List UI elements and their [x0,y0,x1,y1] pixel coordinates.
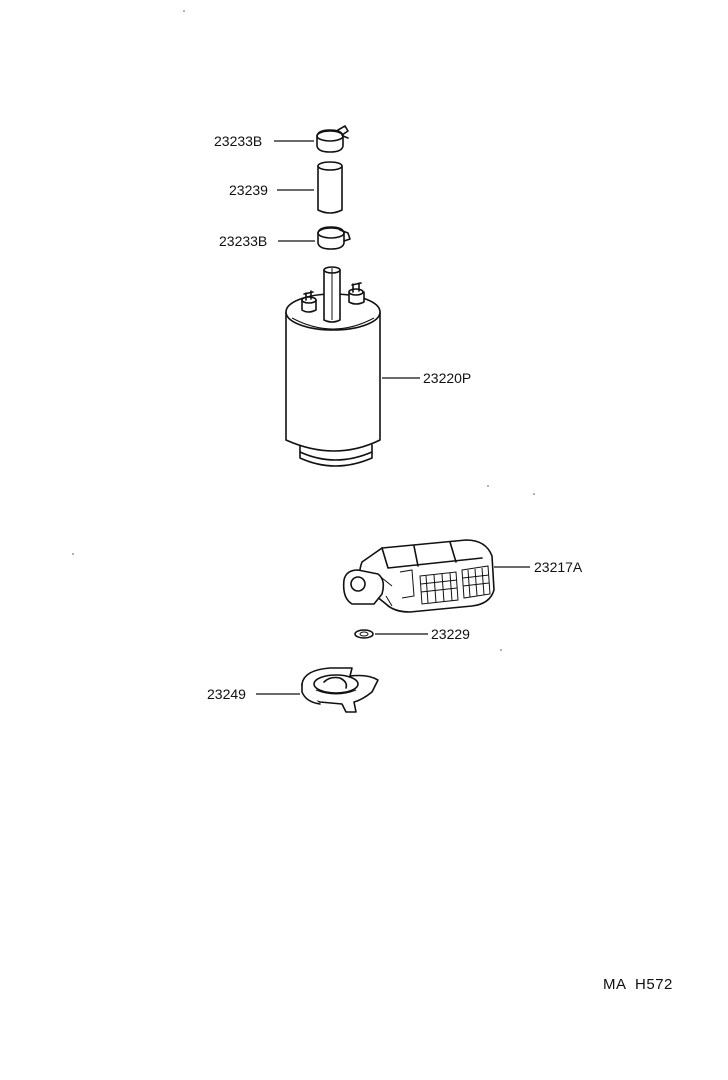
lower-hose-clamp [317,226,351,250]
upper-hose-clamp [316,125,349,153]
part-number-label: 23249 [207,686,246,702]
scan-specks [72,10,535,651]
part-number-label: 23239 [229,182,268,198]
fuel-pump [285,266,381,467]
fuel-hose [317,161,343,214]
part-number-label: 23233B [214,133,262,149]
fuel-pump-filter [342,539,495,613]
reference-prefix: MA [603,976,626,993]
part-number-label: 23220P [423,370,471,386]
part-number-label: 23233B [219,233,267,249]
retaining-clip [354,629,374,639]
reference-code: H572 [635,976,673,993]
pump-cushion [301,667,379,713]
drawing-reference-code: MA H572 [603,976,673,993]
part-number-label: 23229 [431,626,470,642]
part-number-label: 23217A [534,559,583,575]
